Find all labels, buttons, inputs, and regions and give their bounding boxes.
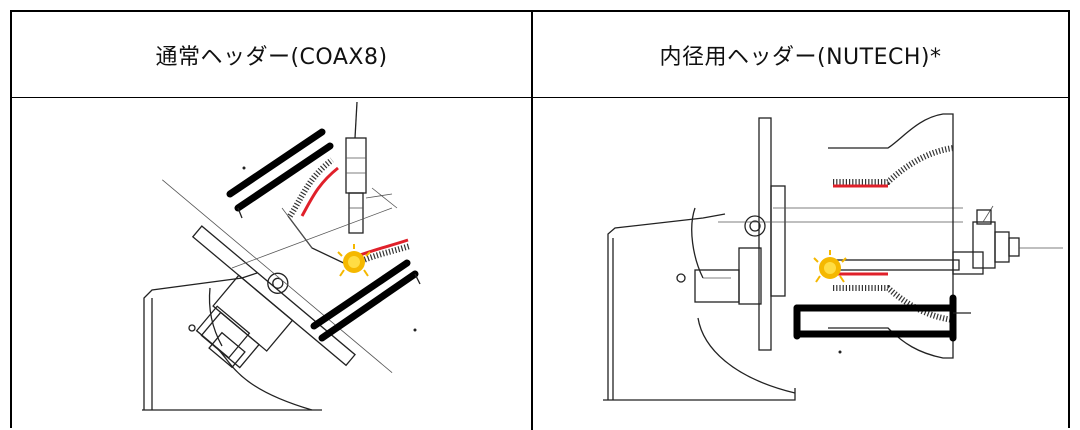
weld-spark-icon — [813, 250, 847, 283]
positioner-base — [142, 272, 322, 411]
clamp-bars — [226, 128, 421, 342]
rotary-table — [718, 117, 963, 351]
inner-diameter-header-drawing — [603, 113, 1063, 401]
column-divider — [531, 12, 533, 430]
drawing-dot — [242, 166, 246, 170]
comparison-table: 通常ヘッダー(COAX8) 内径用ヘッダー(NUTECH)* — [10, 10, 1070, 430]
clamp-bars — [793, 294, 971, 342]
standard-header-drawing — [142, 101, 421, 411]
standard-header-drawing-cell — [12, 98, 531, 430]
positioner-base — [603, 207, 796, 401]
welding-torch — [828, 205, 1063, 275]
table-header-row: 通常ヘッダー(COAX8) 内径用ヘッダー(NUTECH)* — [12, 12, 1068, 98]
workpiece-elbow — [281, 157, 411, 269]
drawing-dot — [413, 328, 417, 332]
weld-spark-icon — [337, 244, 371, 277]
header-cell-standard: 通常ヘッダー(COAX8) — [155, 45, 388, 70]
header-cell-inner-diameter: 内径用ヘッダー(NUTECH)* — [659, 45, 942, 70]
workpiece-pipe — [828, 113, 954, 359]
rotary-table — [162, 179, 393, 373]
drawing-dot — [838, 350, 842, 354]
welding-torch — [231, 101, 398, 269]
drive-motor — [195, 305, 251, 369]
drive-motor — [694, 247, 762, 305]
inner-diameter-header-drawing-cell — [533, 98, 1068, 430]
